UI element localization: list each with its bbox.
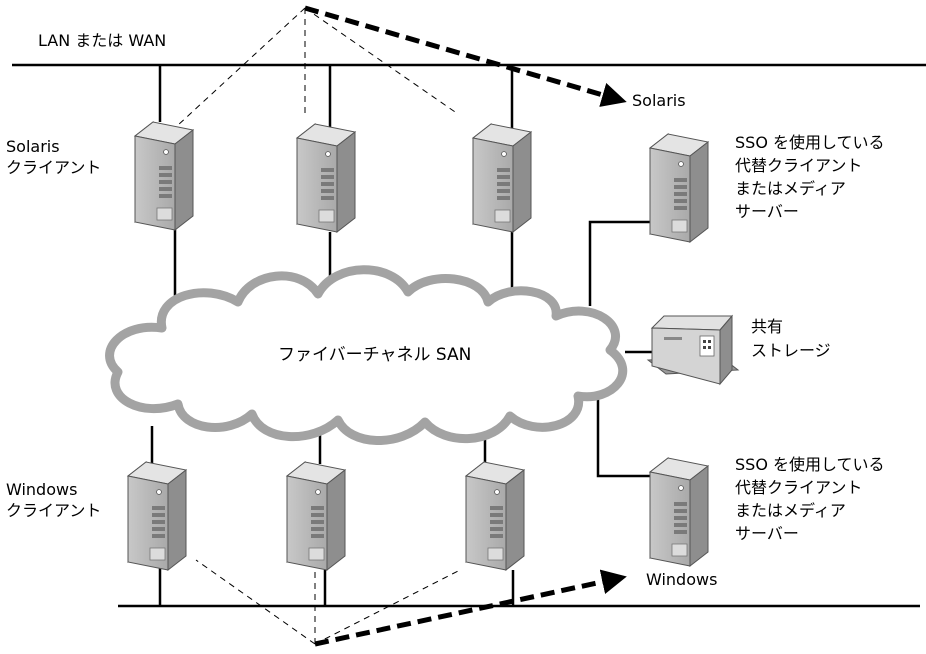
solaris-arrow-label: Solaris (632, 91, 686, 110)
shared-storage-line-1: 共有 (751, 317, 783, 336)
windows-server-2 (286, 461, 346, 571)
alt-media-server-bottom (649, 457, 709, 567)
shared-storage-label: 共有 ストレージ (751, 317, 831, 360)
alt-client-bottom-line-1: SSO を使用している (735, 455, 885, 474)
windows-clients-line-1: Windows (6, 480, 77, 499)
windows-server-1 (127, 461, 187, 571)
shared-storage-line-2: ストレージ (751, 341, 831, 360)
network-label: LAN または WAN (38, 31, 166, 50)
solaris-clients-line-2: クライアント (6, 158, 101, 177)
san-cloud (105, 265, 628, 445)
solaris-clients-line-1: Solaris (6, 137, 60, 156)
alt-client-bottom-line-2: 代替クライアント (735, 478, 862, 497)
alt-client-bottom-label: SSO を使用している 代替クライアント またはメディア サーバー (735, 455, 890, 543)
solaris-server-3 (472, 123, 532, 233)
windows-clients-line-2: クライアント (6, 501, 101, 520)
alt-client-top-line-2: 代替クライアント (735, 156, 862, 175)
windows-clients-label: Windows クライアント (6, 480, 101, 520)
windows-arrow-label: Windows (646, 570, 717, 589)
alt-client-top-line-4: サーバー (735, 202, 799, 221)
solaris-server-2 (296, 123, 356, 233)
solaris-group-outline (176, 7, 459, 127)
windows-group-outline (195, 559, 461, 645)
alt-media-server-top (649, 133, 709, 243)
alt-client-bottom-line-4: サーバー (735, 524, 799, 543)
alt-client-top-label: SSO を使用している 代替クライアント またはメディア サーバー (735, 133, 890, 221)
alt-client-bottom-line-3: またはメディア (735, 501, 846, 520)
san-label: ファイバーチャネル SAN (278, 345, 471, 365)
solaris-server-1 (134, 121, 194, 231)
solaris-clients-label: Solaris クライアント (6, 137, 101, 177)
alt-client-top-line-3: またはメディア (735, 179, 846, 198)
solaris-arrow (304, 5, 627, 107)
alt-client-top-line-1: SSO を使用している (735, 133, 885, 152)
windows-server-3 (465, 461, 525, 571)
windows-arrow (314, 569, 627, 647)
shared-storage-icon (646, 314, 740, 386)
